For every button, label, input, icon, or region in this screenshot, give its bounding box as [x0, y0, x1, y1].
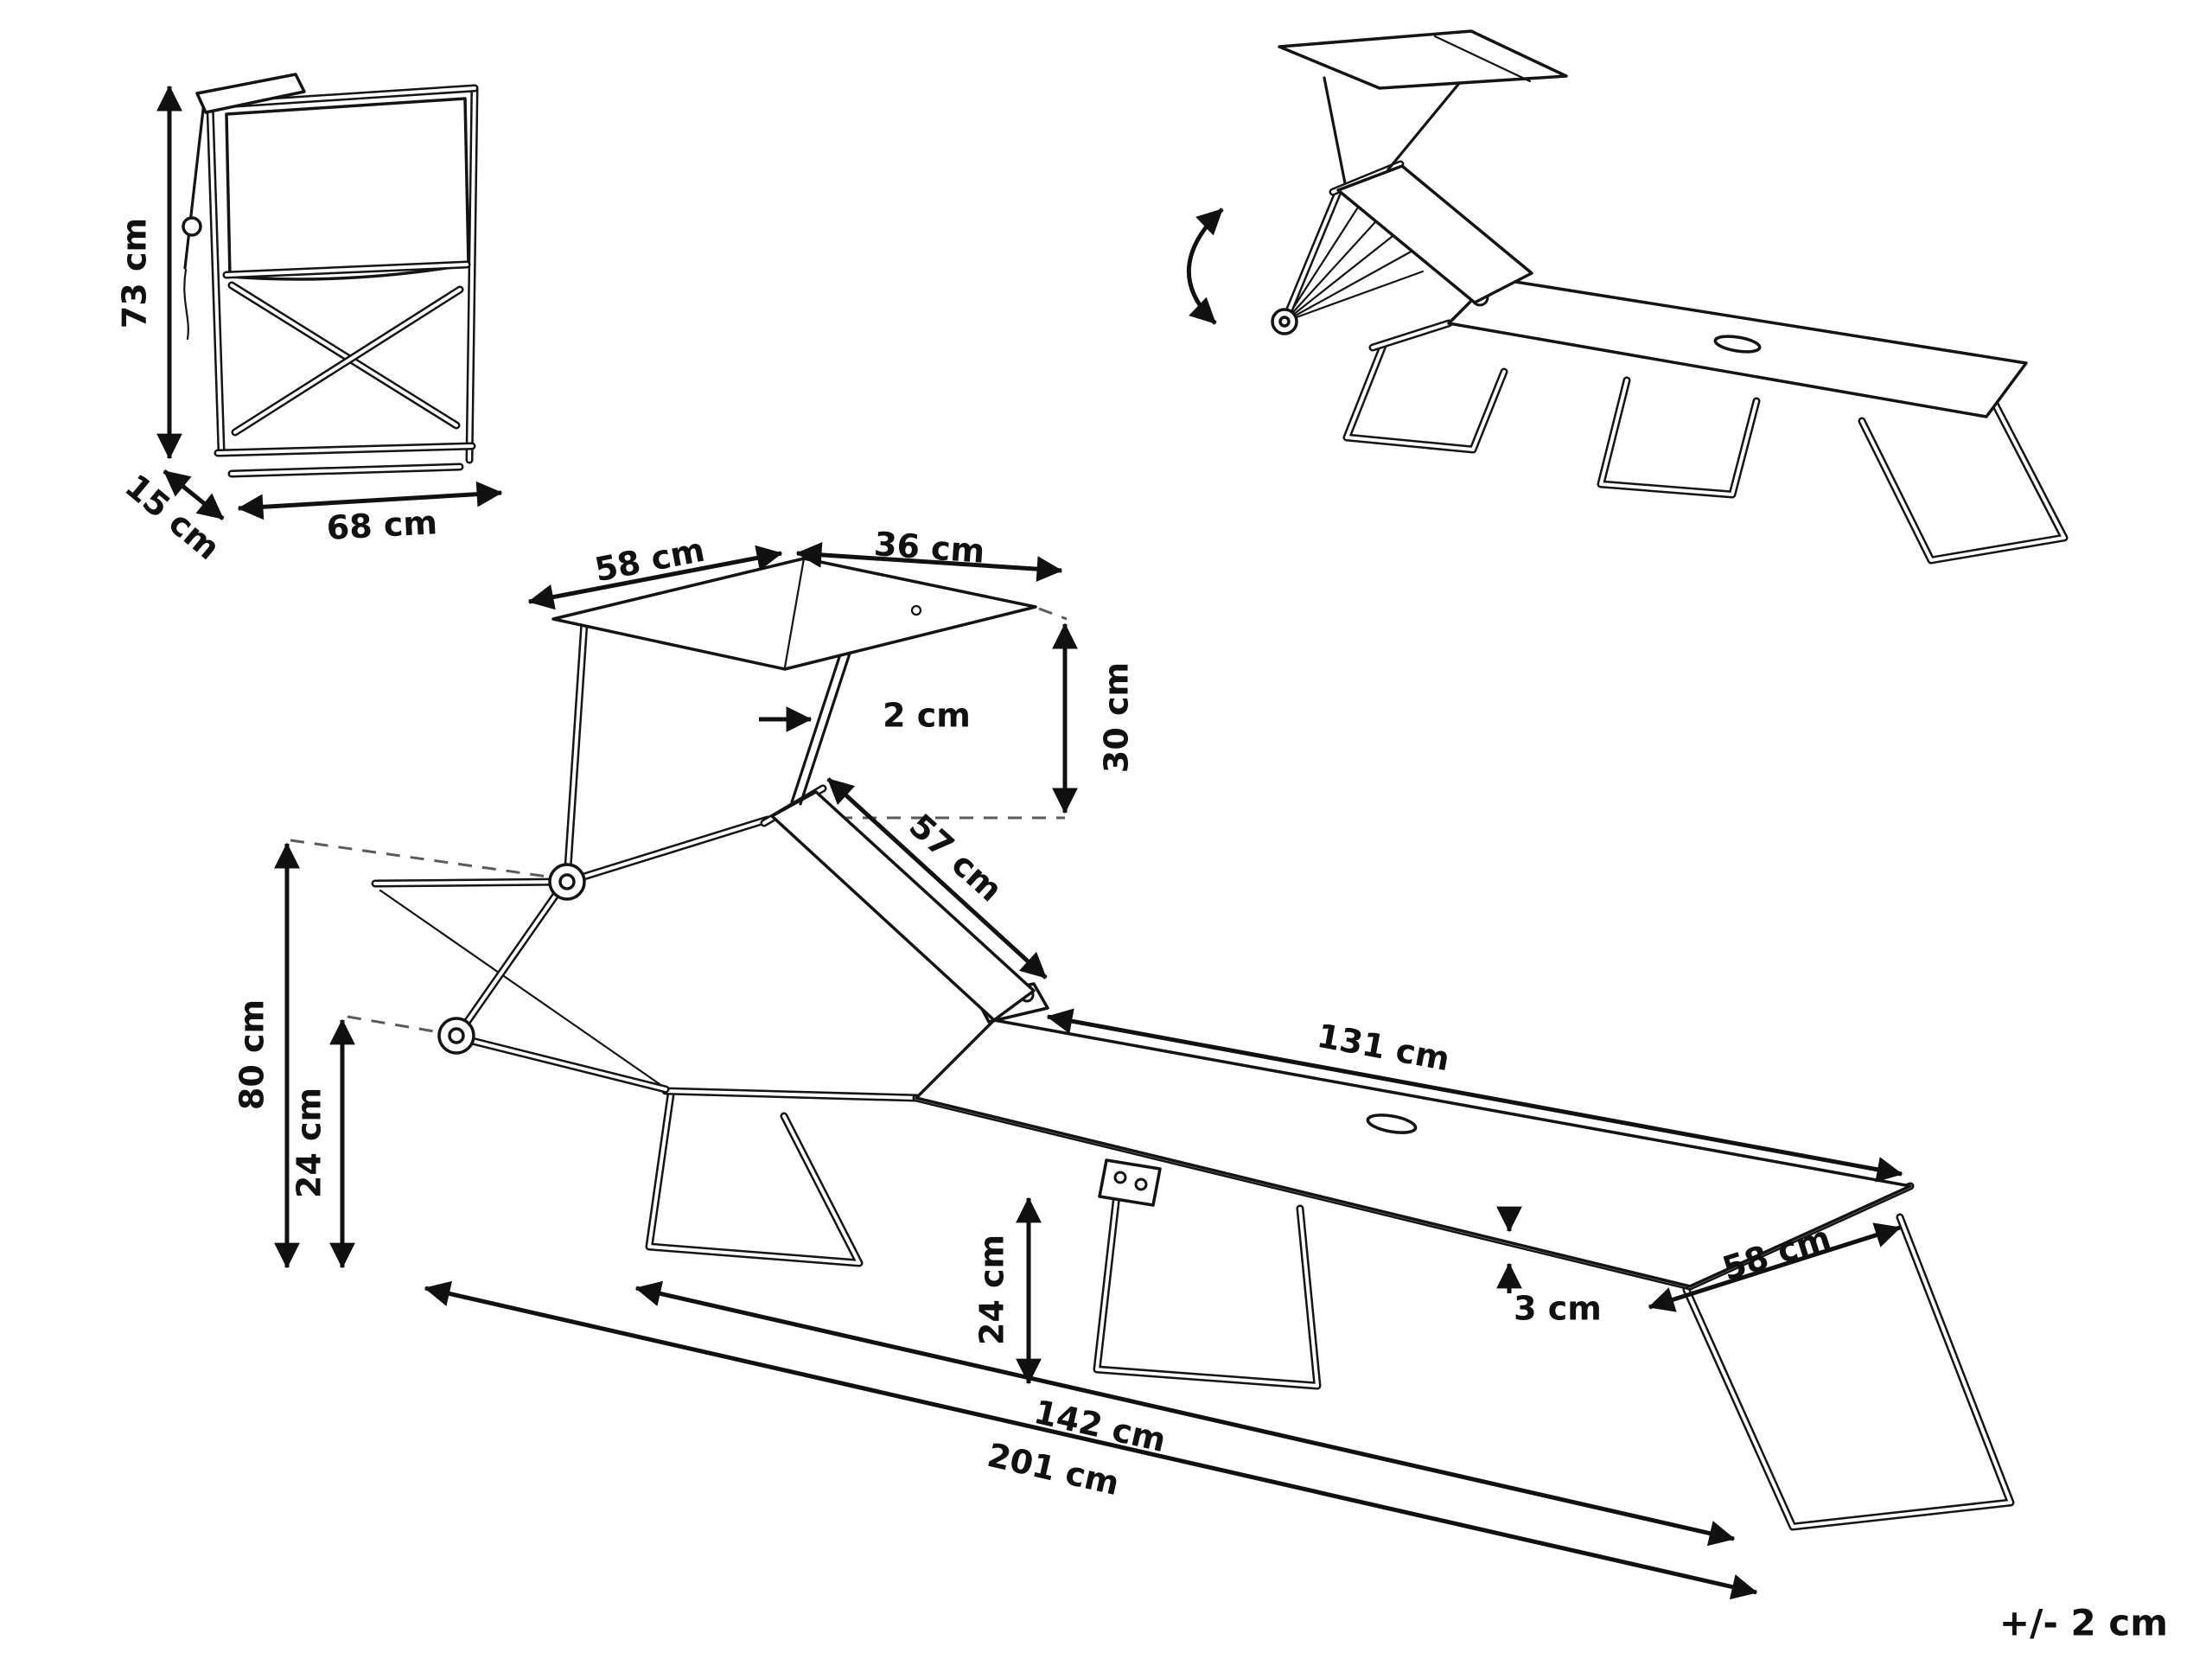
main-dimension-drawing: 58 cm 36 cm 2 cm 30 cm 57 cm 131 cm 80 c… — [233, 525, 2015, 1600]
dim-folded-width-label: 68 cm — [326, 503, 438, 547]
dim-seat-height-label: 24 cm — [973, 1235, 1011, 1345]
recline-adjust-arrow — [1187, 207, 1224, 325]
recline-view-drawing — [1187, 29, 2069, 565]
tolerance-note: +/- 2 cm — [1999, 1602, 2168, 1644]
dim-frame-tube-label: 3 cm — [1514, 1290, 1602, 1328]
dim-canopy-pole-label: 2 cm — [883, 697, 971, 735]
dim-pivot-height-label: 24 cm — [290, 1088, 328, 1198]
dim-folded-depth-label: 15 cm — [118, 467, 227, 567]
dim-folded-height-label: 73 cm — [116, 218, 154, 329]
dim-canopy-height-label: 30 cm — [1098, 662, 1136, 773]
dim-canopy-rear-label: 36 cm — [873, 525, 986, 571]
dim-overall-height-label: 80 cm — [233, 999, 271, 1110]
folded-view-drawing: 73 cm 15 cm 68 cm — [116, 73, 503, 567]
